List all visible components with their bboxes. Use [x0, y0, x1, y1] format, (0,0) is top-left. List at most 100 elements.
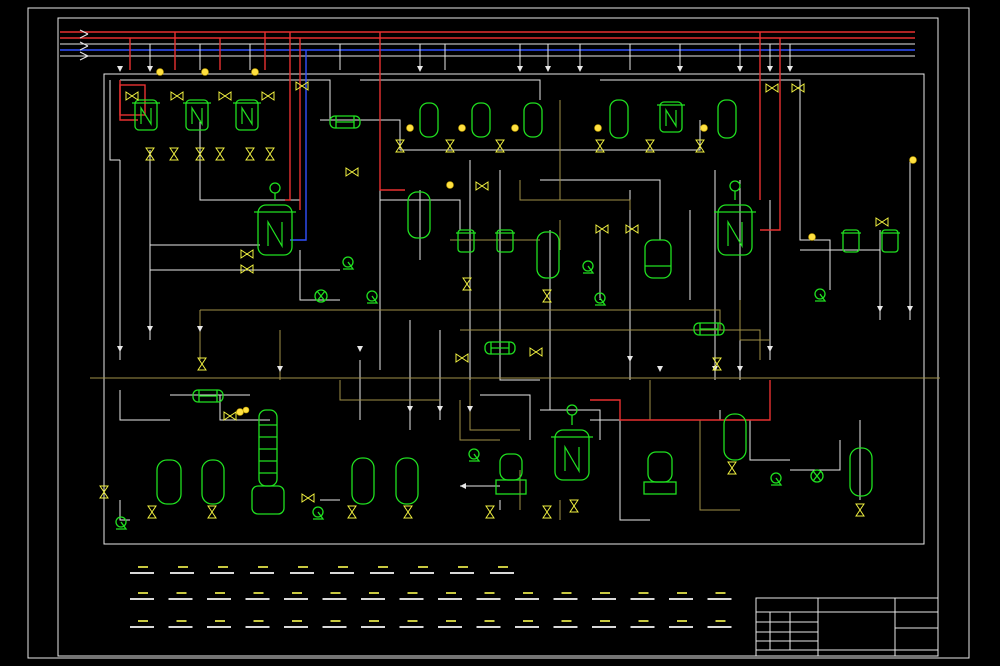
legend-name-mark — [450, 572, 474, 574]
legend-name-mark — [170, 572, 194, 574]
tank-v3 — [523, 102, 543, 138]
pumps — [115, 256, 827, 530]
legend-name-mark — [361, 626, 385, 628]
pump-2 — [366, 290, 379, 304]
legend-name-mark — [669, 626, 693, 628]
pump-10 — [770, 472, 783, 486]
vessels — [156, 99, 900, 515]
legend-name-mark — [207, 598, 231, 600]
legend-code-mark — [600, 620, 610, 622]
legend-code-mark — [418, 566, 428, 568]
header-drops — [149, 44, 791, 70]
legend-code-mark — [484, 592, 495, 594]
exchanger-mid-center — [484, 341, 516, 355]
reactor-upper-right — [657, 101, 685, 133]
legend-code-mark — [458, 566, 468, 568]
legend-name-mark — [284, 626, 308, 628]
filter-mid — [644, 239, 672, 279]
legend-code-mark — [330, 592, 341, 594]
legend-name-mark — [399, 598, 424, 600]
legend-name-mark — [130, 626, 154, 628]
legend-code-mark — [292, 620, 302, 622]
legend-name-mark — [210, 572, 234, 574]
tank-bottom-5 — [723, 413, 747, 461]
pump-8 — [312, 506, 325, 520]
pump-5 — [594, 292, 607, 306]
legend-code-mark — [446, 592, 456, 594]
legend-code-mark — [138, 592, 148, 594]
legend-code-mark — [378, 566, 388, 568]
legend-code-mark — [258, 566, 268, 568]
inner-border — [57, 17, 939, 657]
legend — [130, 566, 732, 628]
legend-code-mark — [715, 592, 726, 594]
tank-v5 — [717, 99, 737, 139]
legend-name-mark — [630, 598, 655, 600]
legend-code-mark — [176, 620, 187, 622]
legend-code-mark — [407, 620, 418, 622]
legend-code-mark — [523, 620, 533, 622]
legend-code-mark — [677, 592, 687, 594]
tank-mid-2 — [536, 231, 560, 279]
legend-code-mark — [253, 620, 264, 622]
legend-code-mark — [498, 566, 508, 568]
instruments — [156, 68, 917, 416]
legend-name-mark — [130, 598, 154, 600]
tank-mid-small-2 — [495, 229, 515, 253]
legend-code-mark — [138, 620, 148, 622]
pump-9 — [468, 448, 481, 462]
legend-code-mark — [298, 566, 308, 568]
legend-name-mark — [515, 626, 539, 628]
legend-code-mark — [369, 620, 379, 622]
legend-code-mark — [215, 592, 225, 594]
legend-name-mark — [515, 598, 539, 600]
legend-code-mark — [292, 592, 302, 594]
legend-name-mark — [476, 626, 501, 628]
legend-name-mark — [476, 598, 501, 600]
legend-name-mark — [707, 626, 732, 628]
legend-name-mark — [245, 626, 270, 628]
legend-name-mark — [245, 598, 270, 600]
legend-code-mark — [138, 566, 148, 568]
tank-mid-small-3 — [841, 229, 861, 253]
reactor-main-right — [714, 180, 756, 256]
legend-name-mark — [592, 626, 616, 628]
legend-name-mark — [553, 626, 578, 628]
legend-code-mark — [176, 592, 187, 594]
tank-bottom-1 — [156, 459, 182, 505]
legend-code-mark — [638, 620, 649, 622]
pump-1 — [314, 289, 328, 303]
legend-code-mark — [215, 620, 225, 622]
legend-name-mark — [669, 598, 693, 600]
tank-mid-small-4 — [880, 229, 900, 253]
reactor-top-3 — [233, 99, 261, 131]
exchanger-top — [329, 115, 361, 129]
legend-name-mark — [290, 572, 314, 574]
tank-v4 — [609, 99, 629, 139]
exchanger-bottom-left — [192, 389, 224, 403]
pump-11 — [810, 469, 824, 483]
legend-code-mark — [484, 620, 495, 622]
legend-code-mark — [638, 592, 649, 594]
legend-name-mark — [330, 572, 354, 574]
exchanger-mid-right — [693, 322, 725, 336]
legend-code-mark — [715, 620, 726, 622]
title-block — [755, 597, 939, 657]
pump-6 — [814, 288, 827, 302]
legend-code-mark — [369, 592, 379, 594]
pump-3 — [342, 256, 355, 270]
legend-name-mark — [207, 626, 231, 628]
legend-code-mark — [677, 620, 687, 622]
tank-bottom-4 — [395, 457, 419, 505]
secondary-piping — [90, 100, 940, 520]
legend-name-mark — [250, 572, 274, 574]
legend-code-mark — [523, 592, 533, 594]
legend-name-mark — [322, 626, 347, 628]
legend-code-mark — [600, 592, 610, 594]
reactor-top-2 — [183, 99, 211, 131]
flow-arrows — [117, 66, 913, 489]
legend-code-mark — [218, 566, 228, 568]
legend-code-mark — [407, 592, 418, 594]
legend-code-mark — [561, 592, 572, 594]
